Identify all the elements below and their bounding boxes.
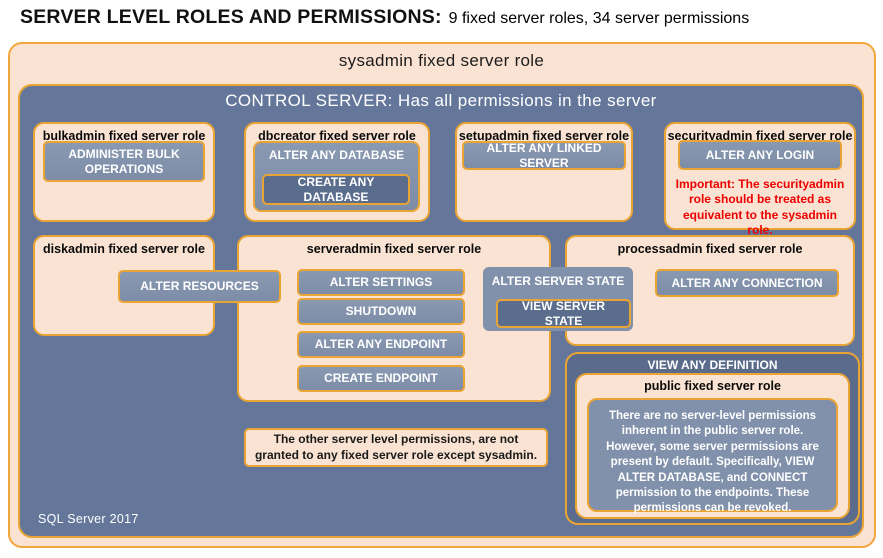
page-title: SERVER LEVEL ROLES AND PERMISSIONS: 9 fix… xyxy=(20,6,749,29)
sysadmin-role-label: sysadmin fixed server role xyxy=(338,51,545,70)
public-role-box: public fixed server role There are no se… xyxy=(575,373,850,519)
public-role-label: public fixed server role xyxy=(644,379,781,393)
sql-server-version-label: SQL Server 2017 xyxy=(38,512,139,526)
securityadmin-role-label: securityadmin fixed server role xyxy=(667,129,853,143)
view-any-definition-box: VIEW ANY DEFINITION public fixed server … xyxy=(565,352,860,525)
securityadmin-warning-note: Important: The securityadmin role should… xyxy=(675,177,845,238)
control-server-header: CONTROL SERVER: Has all permissions in t… xyxy=(225,91,657,110)
permission-create-any-database: CREATE ANY DATABASE xyxy=(262,174,410,205)
setupadmin-role-label: setupadmin fixed server role xyxy=(458,129,630,143)
other-permissions-note: The other server level permissions, are … xyxy=(244,428,548,467)
permission-shutdown: SHUTDOWN xyxy=(297,298,465,325)
permission-alter-settings: ALTER SETTINGS xyxy=(297,269,465,296)
permission-alter-any-linked-server: ALTER ANY LINKED SERVER xyxy=(462,141,626,170)
permission-administer-bulk-operations: ADMINISTER BULK OPERATIONS xyxy=(43,141,205,182)
page-title-subtitle: 9 fixed server roles, 34 server permissi… xyxy=(448,10,750,27)
permission-alter-server-state-label: ALTER SERVER STATE xyxy=(491,274,625,288)
page-title-main: SERVER LEVEL ROLES AND PERMISSIONS: xyxy=(20,6,442,28)
dbcreator-role-label: dbcreator fixed server role xyxy=(258,129,416,143)
permission-alter-any-endpoint: ALTER ANY ENDPOINT xyxy=(297,331,465,358)
permission-view-any-definition-label: VIEW ANY DEFINITION xyxy=(647,358,778,372)
diskadmin-role-label: diskadmin fixed server role xyxy=(43,242,205,256)
permission-alter-any-database-label: ALTER ANY DATABASE xyxy=(268,148,405,162)
permission-create-endpoint: CREATE ENDPOINT xyxy=(297,365,465,392)
permission-view-server-state: VIEW SERVER STATE xyxy=(496,299,631,328)
permission-alter-any-login: ALTER ANY LOGIN xyxy=(678,140,842,170)
processadmin-role-label: processadmin fixed server role xyxy=(617,242,803,256)
bulkadmin-role-label: bulkadmin fixed server role xyxy=(42,129,206,143)
permission-alter-resources: ALTER RESOURCES xyxy=(118,270,281,303)
serveradmin-role-label: serveradmin fixed server role xyxy=(306,242,482,256)
public-role-description: There are no server-level permissions in… xyxy=(587,398,838,514)
permission-alter-any-connection: ALTER ANY CONNECTION xyxy=(655,269,839,297)
setupadmin-role-box: setupadmin fixed server role xyxy=(455,122,633,222)
